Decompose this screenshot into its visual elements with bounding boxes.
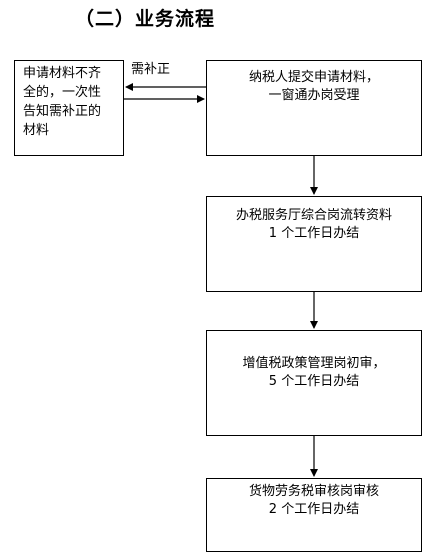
page-title: （二）业务流程 bbox=[75, 8, 216, 30]
step-1-line-2: 一窗通办岗受理 bbox=[268, 88, 360, 103]
side-line-4: 材料 bbox=[23, 123, 50, 138]
step-1-line-1: 纳税人提交申请材料， bbox=[248, 70, 379, 85]
side-line-3: 告知需补正的 bbox=[23, 104, 102, 119]
step-2-line-1: 办税服务厅综合岗流转资料 bbox=[235, 208, 392, 223]
step-3-box: 增值税政策管理岗初审， 5 个工作日办结 bbox=[206, 330, 422, 436]
step-4-line-2: 2 个工作日办结 bbox=[268, 502, 360, 517]
correction-label: 需补正 bbox=[131, 62, 171, 77]
step-4-box: 货物劳务税审核岗审核 2 个工作日办结 bbox=[206, 478, 422, 552]
step-3-line-1: 增值税政策管理岗初审， bbox=[242, 356, 386, 371]
incomplete-materials-box: 申请材料不齐 全的，一次性 告知需补正的 材料 bbox=[14, 60, 124, 156]
step-2-line-2: 1 个工作日办结 bbox=[268, 226, 360, 241]
step-2-box: 办税服务厅综合岗流转资料 1 个工作日办结 bbox=[206, 196, 422, 292]
side-line-1: 申请材料不齐 bbox=[23, 66, 102, 81]
step-1-box: 纳税人提交申请材料， 一窗通办岗受理 bbox=[206, 60, 422, 156]
step-3-line-2: 5 个工作日办结 bbox=[268, 374, 360, 389]
side-line-2: 全的，一次性 bbox=[23, 85, 102, 100]
step-4-line-1: 货物劳务税审核岗审核 bbox=[248, 484, 379, 499]
